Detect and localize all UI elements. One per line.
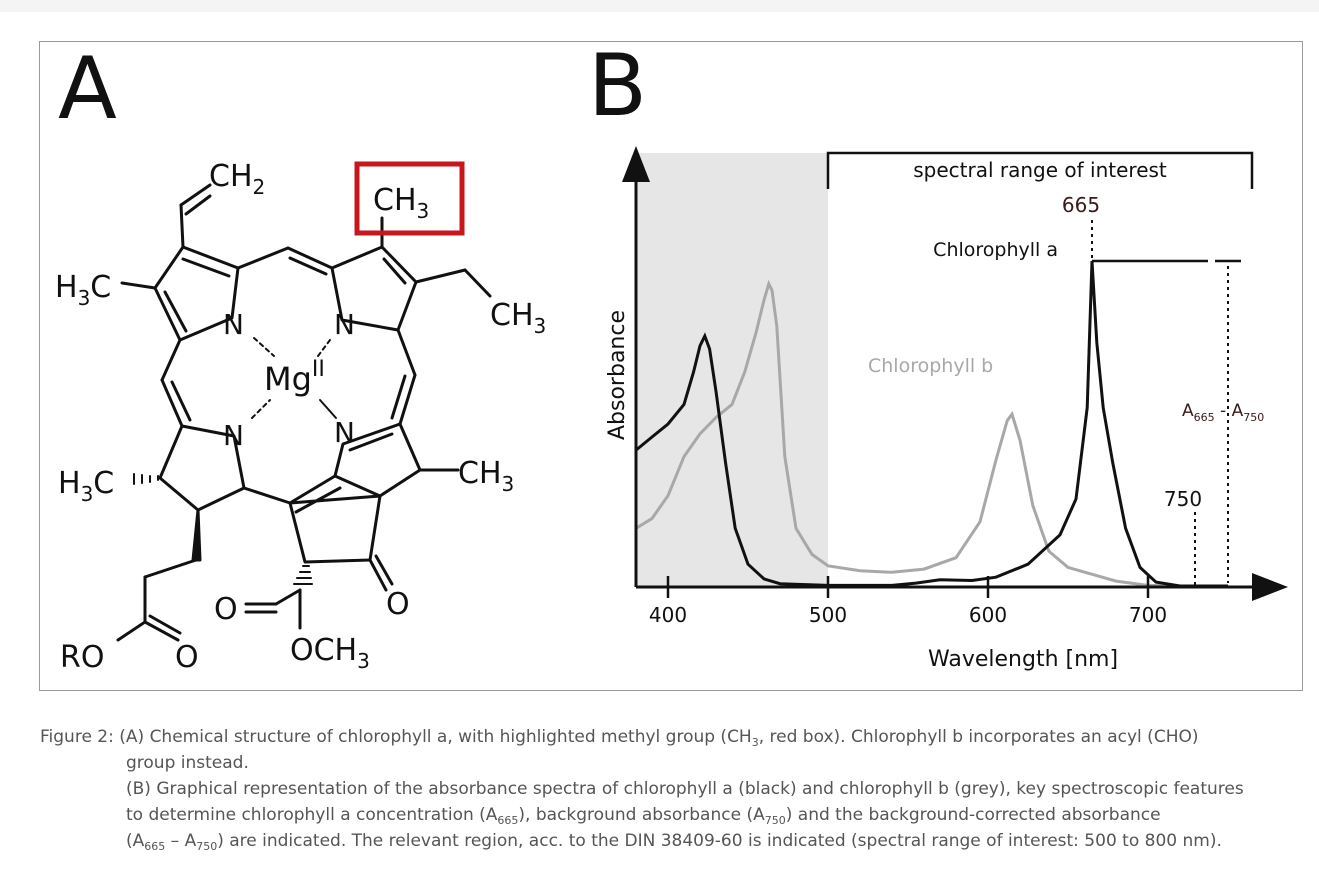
caption-line-5: (A665 – A750) are indicated. The relevan… (126, 831, 1222, 853)
caption-line-2: group instead. (126, 753, 249, 773)
difference-bracket (1215, 259, 1241, 589)
difference-label: A665 - A750 (1182, 401, 1264, 424)
lower-left-methyl-label: H3C (58, 466, 114, 506)
spectral-range-bracket (826, 151, 1254, 189)
spectral-range-label: spectral range of interest (913, 158, 1167, 182)
caption-line-1: Figure 2: (A) Chemical structure of chlo… (40, 727, 1199, 749)
x-tick-label-400: 400 (649, 603, 687, 627)
methoxy-label: OCH3 (290, 633, 370, 673)
ester-carbonyl-oxygen-label: O (175, 640, 199, 675)
chlorophyll-b-label: Chlorophyll b (868, 355, 993, 377)
left-methyl-label: H3C (55, 270, 111, 310)
ethyl-ch3-label: CH3 (490, 298, 546, 338)
highlighted-methyl-label: CH3 (373, 183, 429, 223)
figure-frame: A (39, 41, 1303, 691)
x-axis-arrow-icon (1252, 573, 1288, 601)
highlight-methyl-box (354, 161, 465, 236)
panel-b-label: B (588, 42, 647, 136)
peak-665-label: 665 (1062, 193, 1100, 217)
chlorophyll-a-label: Chlorophyll a (933, 239, 1058, 261)
y-axis-label: Absorbance (605, 310, 630, 440)
keto-oxygen-label: O (386, 587, 410, 622)
ro-label: RO (60, 640, 104, 675)
magnesium-label: MgII (264, 357, 325, 398)
panel-a-label: A (58, 42, 117, 139)
x-axis-label: Wavelength [nm] (928, 647, 1118, 672)
spectrum-chart: B spectral range of interest 400 500 600 70… (588, 42, 1288, 672)
nitrogen-label-1: N (223, 308, 244, 341)
chlorophyll-structure (116, 183, 492, 642)
nitrogen-label-3: N (223, 419, 244, 452)
ring-methyl-label: CH3 (458, 456, 514, 496)
marker-750-label: 750 (1164, 487, 1202, 511)
caption-line-4: to determine chlorophyll a concentration… (126, 805, 1161, 827)
chlorophyll-a-curve (635, 260, 1228, 588)
ester-oxygen-label: O (214, 592, 238, 627)
x-tick-label-600: 600 (969, 603, 1007, 627)
excluded-region-shading (636, 153, 828, 587)
vinyl-ch2-label: CH2 (209, 159, 265, 199)
figure-caption: Figure 2: (A) Chemical structure of chlo… (40, 724, 1310, 854)
figure-canvas: A (55, 42, 1288, 675)
nitrogen-label-2: N (334, 308, 355, 341)
caption-line-3: (B) Graphical representation of the abso… (126, 779, 1244, 799)
y-axis-arrow-icon (622, 146, 650, 182)
x-tick-label-500: 500 (809, 603, 847, 627)
x-axis-ticks: 400 500 600 700 (649, 576, 1167, 627)
x-tick-label-700: 700 (1129, 603, 1167, 627)
nitrogen-label-4: N (334, 416, 355, 449)
